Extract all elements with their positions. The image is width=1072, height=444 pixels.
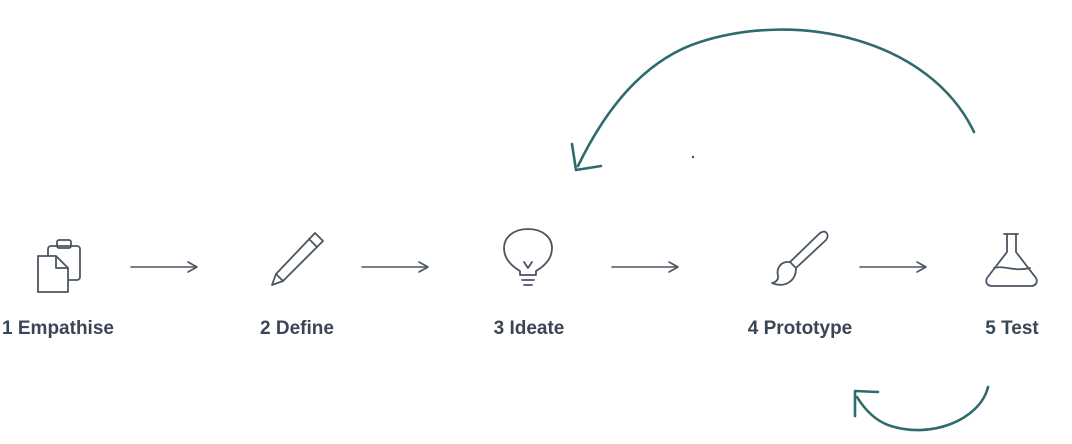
step-label-test: 5 Test <box>985 318 1039 339</box>
right-arrow <box>130 261 198 273</box>
decorative-dot <box>691 155 695 159</box>
step-label-define: 2 Define <box>260 318 334 339</box>
flask-icon <box>985 233 1038 287</box>
clipboard-icon <box>37 239 81 293</box>
curved-arrow-icon <box>853 385 990 432</box>
step-label-empathise: 1 Empathise <box>2 318 114 339</box>
step-label-ideate: 3 Ideate <box>493 318 565 339</box>
lightbulb-icon <box>503 228 553 286</box>
right-arrow <box>611 261 679 273</box>
paintbrush-icon <box>771 230 829 286</box>
right-arrow <box>859 261 927 273</box>
right-arrow <box>361 261 429 273</box>
curved-arrow-icon <box>570 28 976 172</box>
pencil-icon <box>271 232 324 286</box>
step-label-prototype: 4 Prototype <box>747 318 853 339</box>
